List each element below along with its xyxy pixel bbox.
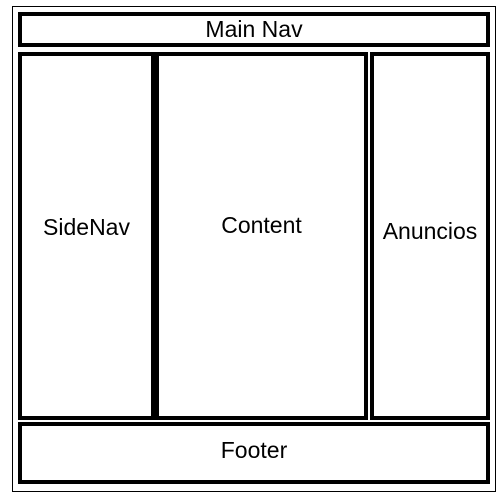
side-nav-label: SideNav bbox=[43, 213, 130, 240]
footer-label: Footer bbox=[220, 436, 288, 463]
content-box: Content bbox=[155, 52, 368, 420]
ads-box: Anuncios bbox=[370, 52, 490, 420]
side-nav-box: SideNav bbox=[18, 52, 155, 420]
main-nav-box: Main Nav bbox=[18, 12, 490, 47]
main-nav-label: Main Nav bbox=[205, 16, 303, 42]
content-label: Content bbox=[221, 211, 302, 238]
footer-box: Footer bbox=[18, 422, 490, 484]
layout-outer-frame bbox=[12, 6, 496, 492]
ads-label: Anuncios bbox=[382, 217, 478, 244]
